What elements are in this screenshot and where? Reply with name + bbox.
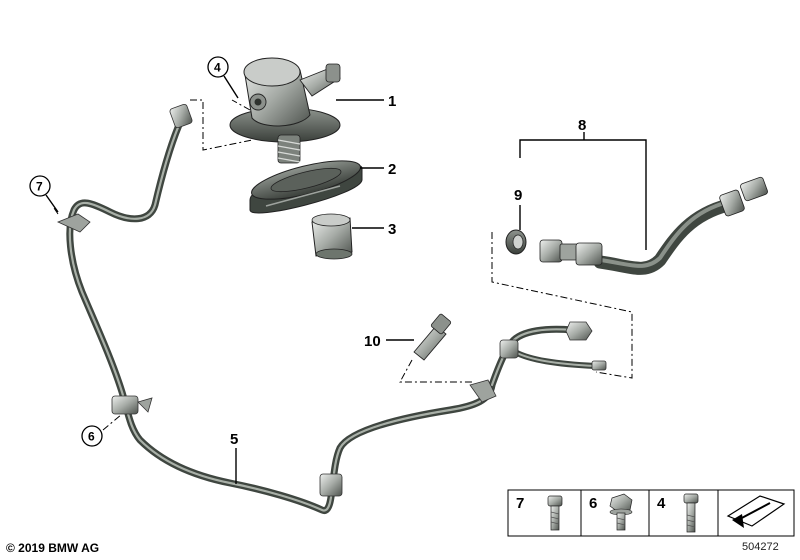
screw-part-10 xyxy=(413,313,452,361)
callout-9: 9 xyxy=(514,187,522,204)
union-nut-part-9 xyxy=(505,229,527,255)
legend-item-7: 7 xyxy=(516,495,563,531)
clip-left-upper xyxy=(56,213,91,233)
svg-text:7: 7 xyxy=(36,180,43,194)
image-number: 504272 xyxy=(742,541,779,553)
copyright-text: © 2019 BMW AG xyxy=(6,541,100,555)
dashed-assembly-lines xyxy=(53,99,633,431)
high-pressure-pump-part-1 xyxy=(229,57,341,164)
callouts: 1 2 3 5 8 9 10 4 7 6 xyxy=(29,56,586,448)
bolt-icon-4 xyxy=(683,493,699,533)
svg-text:6: 6 xyxy=(589,495,597,512)
clip-right xyxy=(469,379,497,403)
callout-2: 2 xyxy=(388,161,396,178)
leader-lines xyxy=(235,99,647,484)
callout-10: 10 xyxy=(364,333,381,350)
svg-text:6: 6 xyxy=(88,430,95,444)
seal-ring-part-2 xyxy=(249,160,363,214)
clip-left-lower xyxy=(111,395,153,415)
pump-spring xyxy=(277,134,301,164)
legend-item-6: 6 xyxy=(589,493,633,531)
fuel-line-part-5 xyxy=(56,103,607,514)
callout-8: 8 xyxy=(578,117,586,134)
callout-3: 3 xyxy=(388,221,396,238)
callout-7-circle: 7 xyxy=(29,175,59,213)
bolt-icon-7 xyxy=(547,495,563,531)
legend-item-4: 4 xyxy=(657,493,699,533)
fuel-hose-part-8 xyxy=(539,176,768,275)
callout-1: 1 xyxy=(388,93,396,110)
callout-5: 5 xyxy=(230,431,238,448)
callout-6-circle: 6 xyxy=(81,425,103,447)
hardware-legend: 7 6 4 xyxy=(507,489,795,537)
hex-bolt-icon-6 xyxy=(609,493,633,531)
clip-bottom xyxy=(319,473,343,497)
direction-arrow-icon xyxy=(726,495,786,528)
callout-4-circle: 4 xyxy=(207,56,239,99)
roller-tappet-part-3 xyxy=(311,213,353,260)
svg-text:7: 7 xyxy=(516,495,524,512)
svg-text:4: 4 xyxy=(657,495,666,512)
svg-text:4: 4 xyxy=(214,61,221,75)
